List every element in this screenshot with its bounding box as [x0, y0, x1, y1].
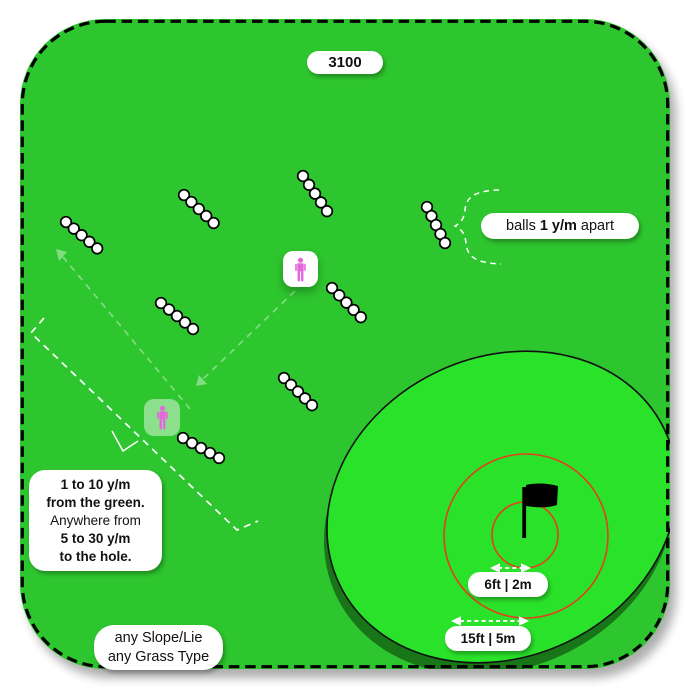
conditions-note-line1: any Slope/Lie — [114, 629, 203, 646]
field-scene — [20, 19, 670, 669]
flag-banner — [526, 483, 558, 508]
golf-ball — [354, 311, 367, 324]
walk-arrow-to-row — [56, 249, 191, 410]
putting-green — [323, 350, 670, 669]
distance-note-line: to the hole. — [59, 548, 132, 564]
inner-circle-size-label: 6ft | 2m — [468, 572, 548, 597]
golf-ball-rows — [59, 169, 452, 465]
player-icon-1 — [283, 251, 318, 287]
golf-ball — [438, 236, 452, 250]
golf-ball — [154, 296, 168, 310]
measurement-guides — [29, 189, 502, 532]
walk-arrow-between-players — [196, 290, 296, 386]
golf-ball — [320, 205, 334, 218]
distance-note-line: from the green. — [46, 494, 145, 510]
golf-ball — [177, 188, 191, 202]
golf-ball — [67, 222, 80, 235]
field-dashed-border — [20, 19, 670, 669]
outer-radius-arrow — [451, 616, 529, 626]
diagonal-measure-line — [29, 317, 259, 532]
balls-spacing-brace — [453, 189, 502, 265]
balls-spacing-label-bold: 1 y/m — [539, 218, 577, 234]
golf-ball — [186, 322, 200, 336]
outer-circle-size-label: 15ft | 5m — [445, 626, 531, 651]
golf-ball — [162, 303, 176, 316]
player-icon-2 — [144, 399, 180, 436]
golf-ball — [207, 216, 220, 230]
golf-ball — [192, 202, 205, 216]
golf-ball — [200, 209, 213, 223]
golf-ball — [325, 281, 339, 295]
golf-ball — [296, 169, 310, 183]
person-icon — [295, 257, 306, 281]
golf-ball — [212, 451, 226, 465]
golf-ball — [347, 303, 360, 317]
golf-ball — [203, 446, 217, 460]
golf-ball — [194, 441, 208, 455]
putting-green-surface — [326, 350, 670, 664]
conditions-note-line2: any Grass Type — [107, 648, 210, 665]
golf-ball — [305, 399, 319, 412]
golf-ball — [340, 296, 353, 309]
flag-pole — [522, 487, 527, 538]
distance-note-line: 1 to 10 y/m — [60, 476, 131, 492]
golf-ball — [170, 309, 184, 323]
distance-note: 1 to 10 y/m from the green. Anywhere from 5… — [29, 470, 162, 571]
distance-note-line: Anywhere from — [50, 512, 141, 528]
drill-number-badge: 3100 — [307, 51, 383, 74]
conditions-note: any Slope/Lie any Grass Type — [94, 625, 223, 670]
golf-ball — [302, 178, 316, 191]
golf-ball — [185, 436, 199, 450]
golf-ball — [91, 242, 104, 255]
balls-spacing-label-post: apart — [580, 218, 614, 234]
golf-ball — [75, 229, 88, 242]
golf-ball — [185, 195, 198, 209]
person-icon — [156, 405, 168, 430]
stance-tick-mark — [111, 430, 139, 453]
golf-ball — [308, 187, 322, 200]
inner-radius-arrow — [490, 563, 531, 573]
distance-note-line: 5 to 30 y/m — [60, 530, 131, 546]
golf-ball — [178, 316, 192, 329]
golf-ball — [59, 215, 73, 229]
balls-spacing-label-pre: balls — [506, 218, 536, 234]
golf-ball — [176, 431, 190, 445]
outer-target-circle — [443, 453, 609, 619]
golf-ball — [83, 235, 96, 248]
golf-ball — [333, 289, 346, 302]
golf-ball — [314, 196, 328, 209]
practice-field — [20, 19, 670, 669]
balls-spacing-label: balls 1 y/m apart — [481, 213, 639, 239]
flag-icon — [522, 483, 558, 538]
